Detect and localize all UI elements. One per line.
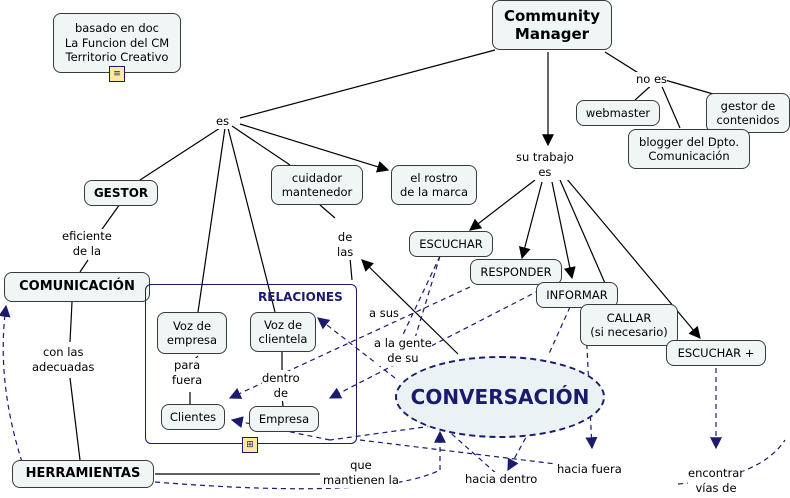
informar-node[interactable]: INFORMAR	[536, 282, 618, 308]
label-con-las: con las adecuadas	[32, 345, 95, 375]
responder-node[interactable]: RESPONDER	[470, 259, 562, 285]
label-a-la-gente: a la gente de su	[374, 336, 432, 366]
clientes-node[interactable]: Clientes	[161, 404, 225, 430]
rostro-marca-node[interactable]: el rostro de la marca	[391, 165, 477, 205]
label-a-sus: a sus	[369, 306, 399, 321]
map-icon[interactable]: ⊞	[242, 437, 258, 453]
escuchar-plus-node[interactable]: ESCUCHAR +	[666, 340, 766, 366]
source-document-note[interactable]: basado en doc La Funcion del CM Territor…	[53, 13, 181, 73]
voz-clientela-node[interactable]: Voz de clientela	[250, 312, 316, 352]
gestor-contenidos-node[interactable]: gestor de contenidos	[706, 93, 790, 133]
community-manager-node[interactable]: Community Manager	[492, 0, 612, 50]
conversacion-node[interactable]: CONVERSACIÓN	[395, 356, 605, 438]
label-para-fuera: para fuera	[172, 358, 203, 388]
label-su-trabajo: su trabajo es	[516, 150, 574, 180]
label-es: es	[216, 114, 230, 129]
label-no-es: no es	[636, 72, 668, 87]
document-icon[interactable]: ≡	[109, 66, 125, 82]
comunicacion-node[interactable]: COMUNICACIÓN	[4, 272, 150, 302]
label-de-las: de las	[337, 230, 354, 260]
cuidador-node[interactable]: cuidador mantenedor	[271, 165, 363, 205]
label-dentro-de: dentro de	[262, 371, 300, 401]
voz-empresa-node[interactable]: Voz de empresa	[157, 312, 227, 354]
herramientas-node[interactable]: HERRAMIENTAS	[12, 460, 154, 488]
callar-node[interactable]: CALLAR (si necesario)	[580, 304, 678, 346]
label-hacia-dentro: hacia dentro	[465, 472, 538, 487]
relaciones-title: RELACIONES	[258, 290, 343, 304]
label-encontrar: encontrar vías de	[688, 466, 745, 496]
blogger-node[interactable]: blogger del Dpto. Comunicación	[628, 129, 750, 169]
label-que-mantienen: que mantienen la	[323, 458, 399, 488]
webmaster-node[interactable]: webmaster	[576, 100, 660, 126]
gestor-node[interactable]: GESTOR	[84, 180, 158, 206]
label-eficiente: eficiente de la	[62, 229, 112, 259]
label-hacia-fuera: hacia fuera	[557, 462, 622, 477]
empresa-node[interactable]: Empresa	[249, 406, 319, 432]
escuchar-node[interactable]: ESCUCHAR	[409, 231, 493, 257]
